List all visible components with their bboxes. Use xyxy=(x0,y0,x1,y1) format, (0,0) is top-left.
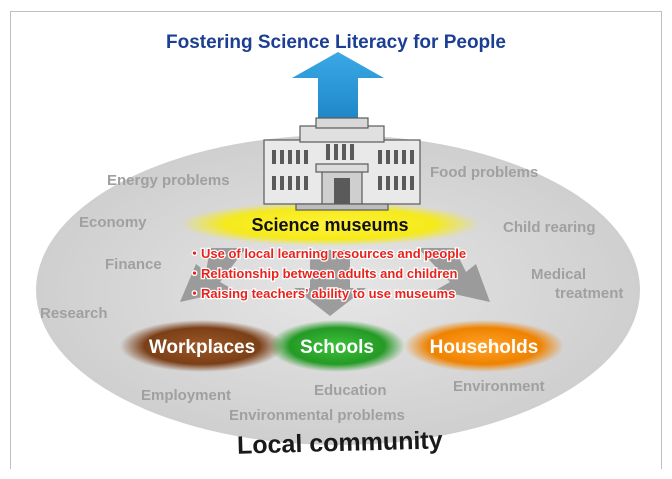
arrow-to-households xyxy=(418,248,490,302)
topic-medical-1: Medical xyxy=(531,266,586,283)
topic-environment: Environment xyxy=(453,378,545,395)
topic-medical-2: treatment xyxy=(555,285,623,302)
workplaces-label: Workplaces xyxy=(149,337,255,358)
topic-research: Research xyxy=(40,305,108,322)
up-arrow-icon xyxy=(292,52,384,120)
topic-energy: Energy problems xyxy=(107,172,230,189)
households-label: Households xyxy=(430,337,539,358)
schools-oval xyxy=(269,320,405,372)
arrow-to-workplaces xyxy=(180,248,246,302)
flow-arrows xyxy=(180,248,490,316)
households-oval xyxy=(404,320,564,372)
diagram-title: Fostering Science Literacy for People xyxy=(166,32,506,53)
science-museum-highlight xyxy=(180,202,480,246)
center-label: Science museums xyxy=(251,215,408,235)
topic-economy: Economy xyxy=(79,214,147,231)
bullet-item-1: ・Use of local learning resources and peo… xyxy=(188,246,466,261)
topic-env-problems: Environmental problems xyxy=(229,407,405,424)
bullet-item-2: ・Relationship between adults and childre… xyxy=(188,266,457,281)
museum-building-icon xyxy=(263,117,421,211)
topic-education: Education xyxy=(314,382,387,399)
community-label: Local community xyxy=(237,426,443,459)
bullet-list: ・Use of local learning resources and peo… xyxy=(187,245,468,303)
arrow-to-schools xyxy=(294,250,366,316)
topic-food: Food problems xyxy=(430,164,538,181)
topic-child-rearing: Child rearing xyxy=(503,219,596,236)
topic-employment: Employment xyxy=(141,387,231,404)
bullet-item-3: ・Raising teachers’ ability to use museum… xyxy=(188,286,455,301)
workplaces-oval xyxy=(120,320,284,372)
topic-finance: Finance xyxy=(105,256,162,273)
schools-label: Schools xyxy=(300,337,374,358)
